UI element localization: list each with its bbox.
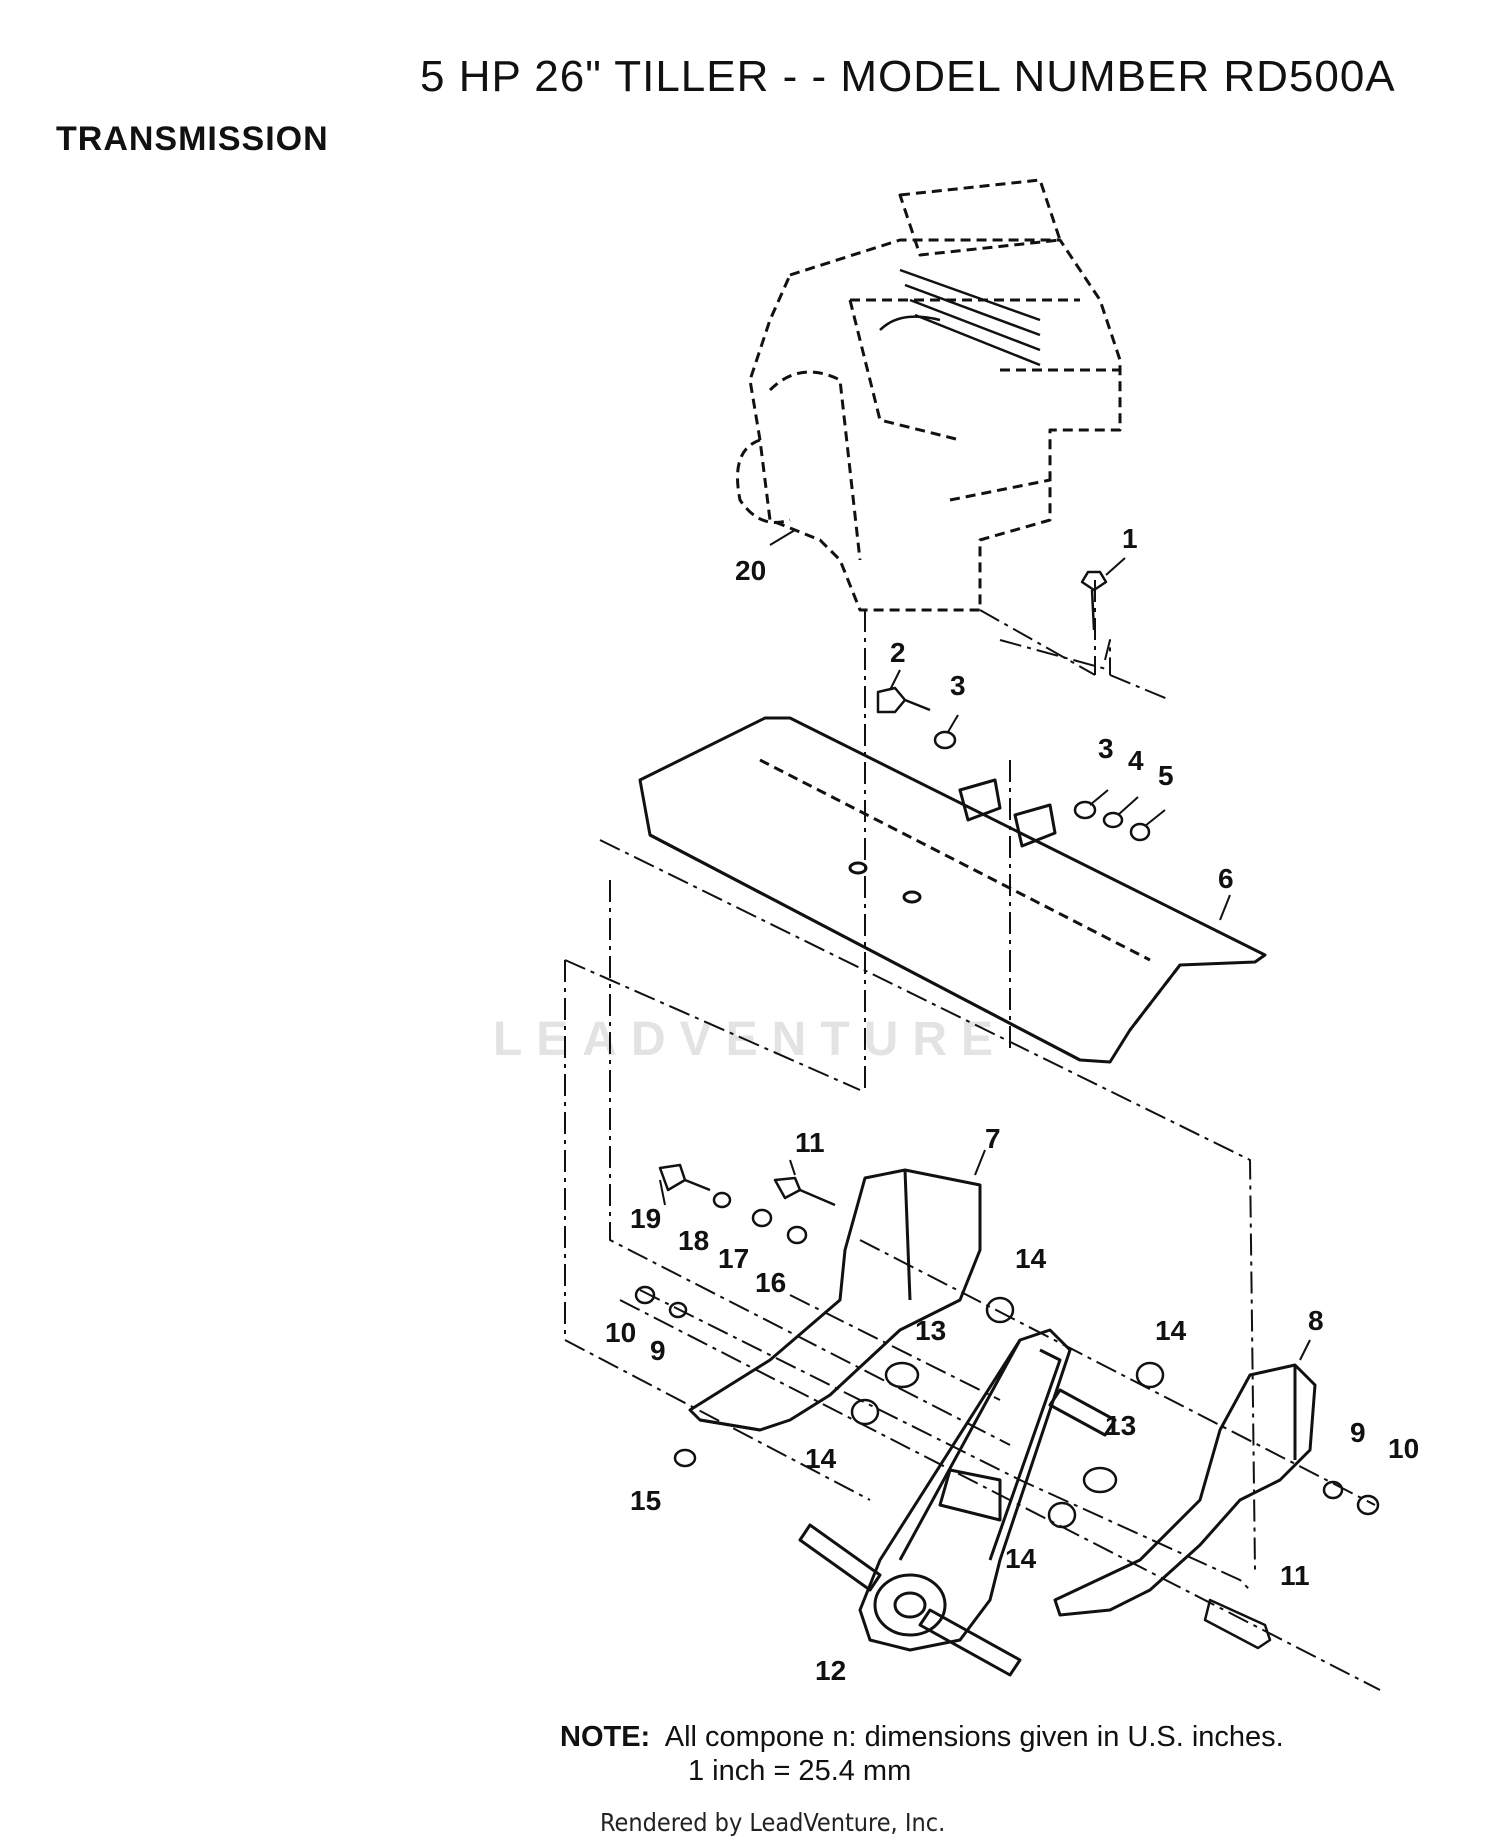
nut-part-15 bbox=[673, 1448, 697, 1468]
callout-3b: 3 bbox=[1098, 733, 1114, 764]
bushing-part-14b bbox=[850, 1398, 880, 1426]
bolt-part-11b bbox=[1203, 1598, 1272, 1650]
callout-1: 1 bbox=[1122, 523, 1138, 554]
footer-credit: Rendered by LeadVenture, Inc. bbox=[600, 1808, 946, 1837]
spacer-part-13 bbox=[884, 1361, 920, 1389]
engine-fins bbox=[879, 268, 1041, 367]
callout-14b: 14 bbox=[1155, 1315, 1187, 1346]
note-line-2: 1 inch = 25.4 mm bbox=[688, 1755, 912, 1787]
callout-15: 15 bbox=[630, 1485, 661, 1516]
callout-12: 12 bbox=[815, 1655, 846, 1686]
spacer-part-13b bbox=[1082, 1466, 1118, 1494]
leader-lines bbox=[659, 529, 1311, 1361]
page-title: 5 HP 26" TILLER - - MODEL NUMBER RD500A bbox=[420, 52, 1396, 101]
callout-10b: 10 bbox=[1388, 1433, 1419, 1464]
callout-9b: 9 bbox=[1350, 1417, 1366, 1448]
bolt-part-11 bbox=[773, 1176, 802, 1200]
callout-2: 2 bbox=[890, 637, 906, 668]
callout-10a: 10 bbox=[605, 1317, 636, 1348]
hardware bbox=[634, 570, 1380, 1650]
bolt-shank-part-2 bbox=[904, 698, 931, 712]
washer-part-10 bbox=[634, 1285, 656, 1305]
lockwasher-part-4 bbox=[1102, 811, 1124, 829]
washer-part-17 bbox=[751, 1208, 773, 1228]
right-bracket-part-8 bbox=[1053, 1363, 1317, 1617]
bolt-part-1 bbox=[1080, 570, 1108, 592]
callout-19: 19 bbox=[630, 1203, 661, 1234]
shield-bracket bbox=[958, 778, 1057, 848]
callout-13b: 13 bbox=[1105, 1410, 1136, 1441]
bolt-shank-part-1 bbox=[1090, 589, 1096, 631]
bolt-part-19 bbox=[658, 1163, 687, 1192]
nut-part-9 bbox=[668, 1301, 688, 1319]
transmission-part-12 bbox=[798, 1328, 1117, 1677]
callout-11a: 11 bbox=[795, 1127, 825, 1158]
callout-8: 8 bbox=[1308, 1305, 1324, 1336]
callout-7: 7 bbox=[985, 1123, 1001, 1154]
callout-4: 4 bbox=[1128, 745, 1144, 776]
dimension-note: NOTE: All compone n: dimensions given in… bbox=[560, 1720, 1284, 1788]
callout-3a: 3 bbox=[950, 670, 966, 701]
bushing-part-14 bbox=[985, 1296, 1015, 1324]
nut-part-9b bbox=[1322, 1480, 1344, 1500]
callout-6: 6 bbox=[1218, 863, 1234, 894]
washer-part-18 bbox=[712, 1191, 732, 1209]
bushing-part-14d bbox=[1047, 1501, 1077, 1529]
callout-14d: 14 bbox=[1005, 1543, 1037, 1574]
callout-5: 5 bbox=[1158, 760, 1174, 791]
note-label: NOTE: bbox=[560, 1721, 651, 1753]
nut-part-16 bbox=[786, 1225, 808, 1245]
bolt-part-2 bbox=[876, 686, 907, 714]
callout-17: 17 bbox=[718, 1243, 749, 1274]
callout-9a: 9 bbox=[650, 1335, 666, 1366]
washer-part-10b bbox=[1356, 1494, 1380, 1516]
callout-13a: 13 bbox=[915, 1315, 946, 1346]
callout-labels: 1 2 3 3 4 5 6 7 8 9 9 10 10 11 11 12 13 … bbox=[605, 523, 1419, 1686]
left-bracket-part-7 bbox=[688, 1168, 982, 1432]
callout-14a: 14 bbox=[1015, 1243, 1047, 1274]
bushing-part-14c bbox=[1135, 1361, 1165, 1389]
nut-part-5 bbox=[1129, 822, 1151, 842]
callout-14c: 14 bbox=[805, 1443, 837, 1474]
section-heading: TRANSMISSION bbox=[56, 120, 329, 158]
washer-part-3 bbox=[933, 730, 957, 750]
callout-11b: 11 bbox=[1280, 1560, 1310, 1591]
engine-part-20 bbox=[736, 178, 1122, 612]
callout-20: 20 bbox=[735, 555, 766, 586]
callout-18: 18 bbox=[678, 1225, 709, 1256]
callout-16: 16 bbox=[755, 1267, 786, 1298]
explode-lines bbox=[564, 580, 1381, 1691]
washer-part-3b bbox=[1073, 800, 1097, 820]
note-line-1: All compone n: dimensions given in U.S. … bbox=[664, 1721, 1284, 1753]
